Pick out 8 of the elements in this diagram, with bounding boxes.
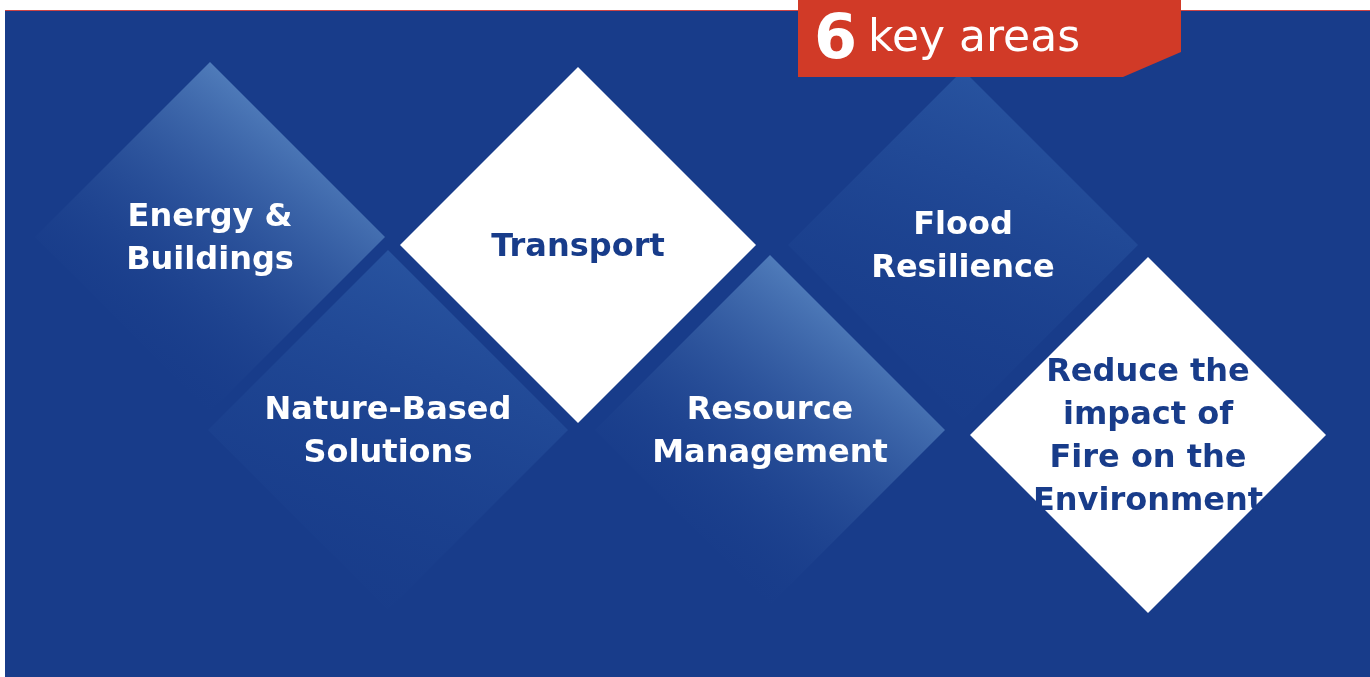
area-label: Energy & Buildings [125, 195, 295, 279]
area-label: Nature-Based Solutions [263, 388, 513, 472]
area-label: Reduce the impact of Fire on the Environment [1031, 350, 1265, 520]
area-label: Transport [490, 224, 666, 266]
area-label: Resource Management [651, 388, 889, 472]
heading-text: key areas [868, 10, 1081, 62]
heading-number: 6 [814, 2, 858, 72]
area-label: Flood Resilience [870, 203, 1056, 287]
